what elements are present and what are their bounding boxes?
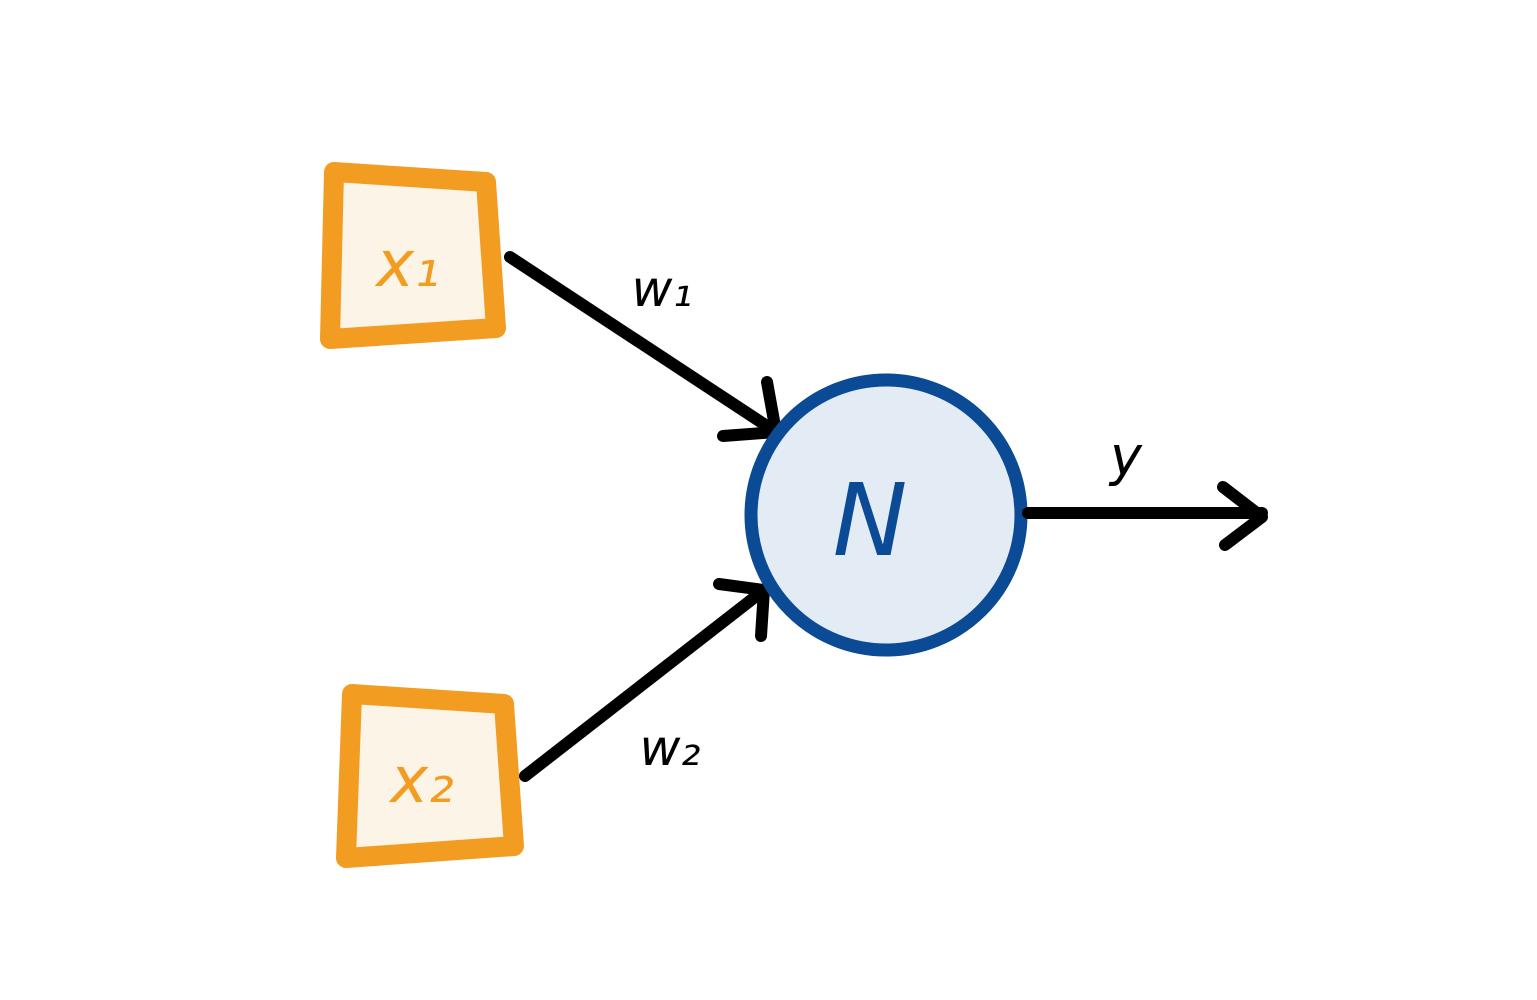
arrow-x1-shaft: [504, 251, 782, 438]
neuron-circle: [744, 373, 1028, 657]
weight-label-w1: w₁: [632, 260, 693, 318]
input-box-x1: [320, 162, 506, 349]
output-arrow: [1022, 481, 1268, 551]
input-label-x1: x₁: [374, 228, 440, 302]
output-arrow-head: [1217, 481, 1268, 551]
output-label: y: [1108, 425, 1143, 488]
arrow-x2-to-neuron: [519, 578, 770, 782]
neuron-label: N: [833, 462, 908, 579]
neuron-node: N: [744, 373, 1028, 657]
input-box-x2: [336, 684, 524, 868]
input-node-x1: x₁: [320, 162, 506, 349]
input-node-x2: x₂: [336, 684, 524, 868]
weight-label-w2: w₂: [640, 719, 701, 777]
arrow-x2-head: [713, 578, 770, 642]
arrow-x2-shaft: [519, 584, 770, 782]
input-label-x2: x₂: [388, 744, 454, 818]
